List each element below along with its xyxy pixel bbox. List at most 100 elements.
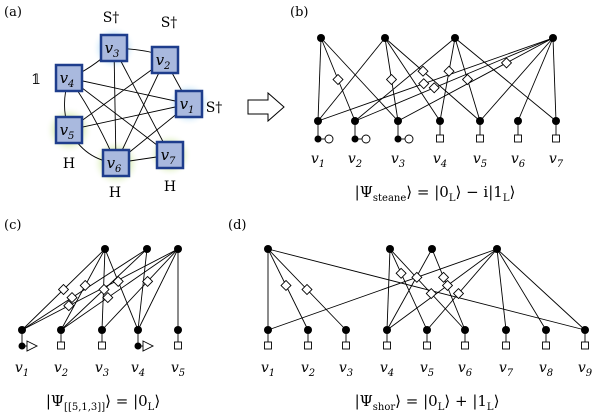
- c-vertex-label-5: v5: [171, 360, 185, 379]
- d-vertex-label-7: v7: [499, 360, 514, 379]
- c-edge-gate: [57, 283, 70, 296]
- d-vertex-label-8: v8: [539, 360, 553, 379]
- b-edge-gate: [385, 73, 398, 86]
- c-edges: [21, 248, 179, 331]
- b-edge: [552, 37, 557, 122]
- c-edge-gate: [112, 275, 124, 287]
- b-edge-gate: [428, 82, 440, 94]
- d-edges: [267, 248, 586, 331]
- c-edge-gate: [98, 283, 110, 296]
- d-edge-gate: [452, 287, 465, 300]
- b-output-gate-square: [476, 134, 484, 143]
- c-output-gate-square: [57, 341, 65, 350]
- d-edge-gate: [437, 271, 450, 283]
- c-edge: [137, 248, 148, 331]
- b-vertex-label-5: v5: [473, 151, 487, 170]
- d-edge-gate: [395, 267, 407, 279]
- b-edge: [320, 37, 399, 122]
- graph-node-v3: v3: [99, 33, 129, 63]
- d-output-gate-square: [542, 341, 550, 350]
- panel-a-label: (a): [4, 5, 22, 20]
- gate-label-v5: H: [63, 156, 75, 172]
- b-edge: [317, 37, 554, 122]
- d-vertex-label-2: v2: [301, 360, 315, 379]
- state-equation-c: |Ψ[[5,1,3]]⟩ = |0L⟩: [46, 392, 160, 413]
- b-edge: [384, 37, 441, 122]
- d-output-gate-square: [502, 341, 510, 350]
- d-edge: [496, 248, 507, 331]
- c-vertex-label-3: v3: [95, 360, 109, 379]
- b-output-gate-square: [514, 134, 522, 143]
- b-edge: [517, 37, 554, 122]
- c-output-gate-square: [98, 341, 106, 350]
- d-edge-gate: [411, 271, 423, 283]
- b-vertex-label-6: v6: [511, 151, 526, 170]
- b-output-gate-circle: [361, 134, 371, 144]
- d-output-gate-square: [383, 341, 391, 350]
- b-output-gate-circle: [404, 134, 414, 144]
- c-ancilla-node: [143, 245, 151, 253]
- b-edge: [454, 37, 557, 122]
- c-edge-gate: [63, 300, 75, 312]
- d-edge: [426, 248, 498, 331]
- panel-c-label: (c): [4, 218, 21, 233]
- d-ancilla-node: [386, 245, 394, 253]
- c-vertex-label-4: v4: [131, 360, 145, 379]
- b-edge: [317, 37, 322, 122]
- d-output-gate-square: [304, 341, 312, 350]
- b-edge: [354, 37, 554, 122]
- d-edge: [386, 248, 433, 331]
- b-ancilla-node: [549, 34, 557, 42]
- b-edge: [354, 37, 456, 122]
- gate-label-v2: S†: [161, 15, 178, 31]
- d-edge: [386, 248, 391, 331]
- d-edge: [496, 248, 547, 331]
- d-edge: [386, 248, 498, 331]
- b-vertex-label-7: v7: [549, 151, 564, 170]
- d-ancilla-node: [264, 245, 272, 253]
- b-vertex-label-2: v2: [348, 151, 362, 170]
- d-output-gate-square: [461, 341, 469, 350]
- c-output-gate-triangle: [26, 340, 39, 352]
- d-edge: [389, 248, 428, 331]
- c-edge: [137, 248, 179, 331]
- state-equation-b: |Ψsteane⟩ = |0L⟩ − i|1L⟩: [355, 183, 516, 204]
- b-output-gate-square: [436, 134, 444, 143]
- b-vertex-label-3: v3: [391, 151, 405, 170]
- c-vertex-label-1: v1: [15, 360, 29, 379]
- b-edges: [317, 37, 557, 122]
- d-edge: [267, 248, 309, 331]
- state-equation-d: |Ψshor⟩ = |0L⟩ + |1L⟩: [355, 392, 500, 413]
- panel-b-label: (b): [290, 5, 308, 20]
- b-edge-gate: [418, 78, 430, 90]
- b-edge: [479, 37, 554, 122]
- b-edge-gate: [332, 73, 344, 86]
- c-edge: [101, 248, 179, 331]
- c-edge: [60, 248, 179, 331]
- gate-label-v7: H: [164, 179, 176, 195]
- b-edge: [439, 37, 456, 122]
- b-edge: [397, 37, 554, 122]
- c-edge-gate: [142, 275, 154, 287]
- b-output-gate-square: [552, 134, 560, 143]
- c-ancilla-node: [174, 245, 182, 253]
- b-ancilla-node: [317, 34, 325, 42]
- d-output-gate-square: [581, 341, 589, 350]
- d-vertex-label-3: v3: [339, 360, 353, 379]
- b-edge-gate: [500, 57, 513, 69]
- b-vertex-label-4: v4: [433, 151, 447, 170]
- d-vertex-label-4: v4: [380, 360, 394, 379]
- b-edge: [384, 37, 481, 122]
- d-edge-gate: [425, 287, 437, 300]
- d-edge: [267, 248, 498, 331]
- d-vertex-label-5: v5: [420, 360, 434, 379]
- graph-node-v5: v5: [54, 115, 84, 145]
- c-edge: [104, 248, 139, 331]
